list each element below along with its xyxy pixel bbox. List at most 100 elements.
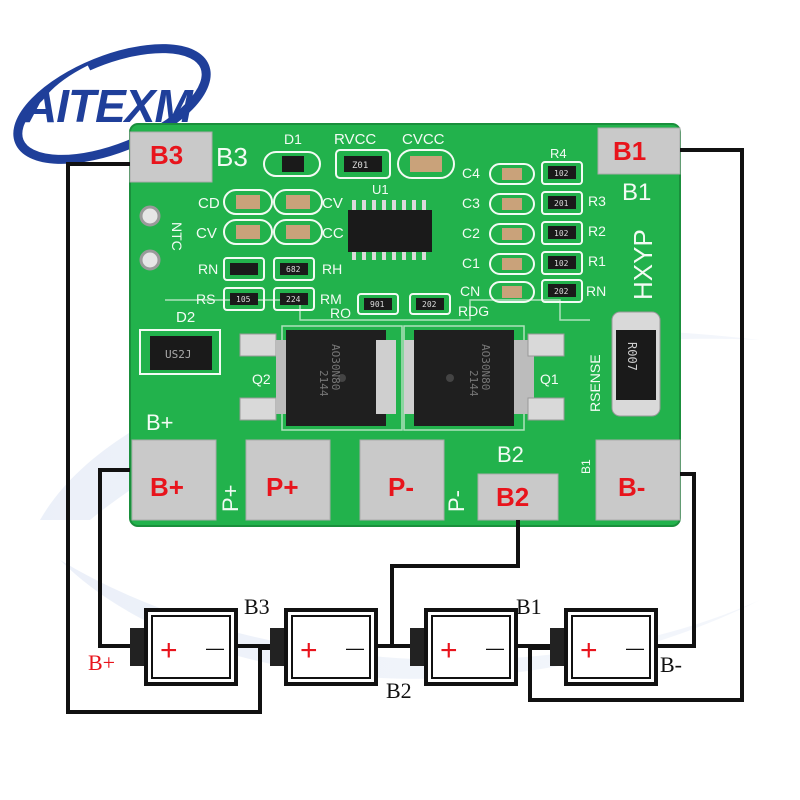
silk-cv-left: CV [196, 225, 217, 242]
silk-c1: C1 [462, 255, 480, 271]
silk-b3: B3 [216, 142, 248, 172]
silk-c4: C4 [462, 165, 480, 181]
ntc-connector: NTC [139, 205, 185, 271]
silk-ro: RO [330, 305, 351, 321]
cell-3-minus: — [486, 638, 504, 658]
silk-rvcc: RVCC [334, 131, 376, 148]
silk-r2: R2 [588, 223, 606, 239]
brand-logo: AITEXM [13, 44, 211, 164]
svg-text:105: 105 [236, 295, 251, 304]
svg-text:P-: P- [388, 472, 414, 502]
resistor-rvcc: Z01 [335, 149, 391, 179]
silk-rh: RH [322, 261, 342, 277]
battery-cell-1: + — [130, 608, 238, 686]
pad-bminus: B- [595, 439, 681, 521]
label-bplus: B+ [88, 650, 115, 675]
cell-4-minus: — [626, 638, 644, 658]
svg-text:R007: R007 [625, 342, 639, 371]
silk-d1: D1 [284, 131, 302, 147]
svg-text:P+: P+ [266, 472, 299, 502]
svg-text:682: 682 [286, 265, 301, 274]
battery-cells: + — + — + — + — [130, 608, 658, 686]
ic-u1 [348, 200, 432, 260]
diode-d2: US2J [139, 329, 221, 375]
silk-rsense: RSENSE [587, 354, 603, 412]
silk-u1: U1 [372, 182, 389, 197]
svg-text:B3: B3 [150, 140, 183, 170]
silk-rn-right: RN [586, 283, 606, 299]
svg-text:NTC: NTC [169, 222, 185, 251]
capacitor-array-left [223, 189, 323, 245]
svg-text:201: 201 [554, 199, 569, 208]
svg-text:B1: B1 [613, 136, 646, 166]
battery-cell-3: + — [410, 608, 518, 686]
diode-d1 [263, 151, 321, 177]
silk-b2: B2 [497, 442, 524, 467]
silk-pminus: P- [444, 490, 469, 512]
silk-c3: C3 [462, 195, 480, 211]
silk-cv-right: CV [322, 195, 343, 212]
mosfet-q1: AO30N80 2144 [404, 330, 565, 426]
label-bminus: B- [660, 652, 682, 677]
silk-bplus: B+ [146, 410, 174, 435]
svg-text:2144: 2144 [317, 370, 330, 397]
label-b3: B3 [244, 594, 270, 619]
battery-cell-4: + — [550, 608, 658, 686]
silk-c2: C2 [462, 225, 480, 241]
pad-pminus: P- [359, 439, 445, 521]
svg-text:2144: 2144 [467, 370, 480, 397]
shunt-resistor-rsense: R007 [611, 311, 661, 417]
silk-rs: RS [196, 291, 215, 307]
label-b2: B2 [386, 678, 412, 703]
svg-text:B2: B2 [496, 482, 529, 512]
pad-b2: B2 [477, 473, 559, 521]
svg-text:AO30N80: AO30N80 [479, 344, 492, 390]
svg-text:224: 224 [286, 295, 301, 304]
board-model: HXYP [628, 229, 658, 300]
pad-pplus: P+ [245, 439, 331, 521]
cell-4-plus: + [580, 634, 598, 667]
svg-text:202: 202 [422, 300, 437, 309]
silk-d2: D2 [176, 309, 195, 326]
svg-text:102: 102 [554, 259, 569, 268]
cell-1-plus: + [160, 634, 178, 667]
wire-bplus [98, 468, 132, 648]
silk-cn: CN [460, 283, 480, 299]
wires [66, 148, 744, 714]
silk-b1-small: B1 [579, 459, 593, 474]
resistor-array-right: 102 201 102 102 202 [541, 161, 583, 303]
silk-q1: Q1 [540, 371, 559, 387]
svg-text:102: 102 [554, 229, 569, 238]
svg-text:Z01: Z01 [352, 161, 368, 171]
svg-text:B-: B- [618, 472, 645, 502]
cell-3-plus: + [440, 634, 458, 667]
mosfet-q2: AO30N80 2144 [239, 330, 396, 426]
silk-r1: R1 [588, 253, 606, 269]
silk-rn-left: RN [198, 261, 218, 277]
svg-text:202: 202 [554, 287, 569, 296]
cell-2-minus: — [346, 638, 364, 658]
pcb-board: B3 B3 B1 B1 HXYP D1 RVCC CVCC U1 Z01 [129, 123, 681, 527]
resistor-rm-rdg: 901 202 [357, 293, 451, 315]
label-b1: B1 [516, 594, 542, 619]
pad-bplus: B+ [131, 439, 217, 521]
capacitor-array-right [489, 163, 535, 303]
silk-cc: CC [322, 225, 344, 242]
capacitor-cvcc [397, 149, 455, 179]
svg-text:901: 901 [370, 300, 385, 309]
silk-b1: B1 [622, 179, 651, 206]
wire-bminus [656, 472, 696, 648]
cell-1-minus: — [206, 638, 224, 658]
resistor-array-left: 682 105 224 [223, 257, 315, 311]
silk-pplus: P+ [218, 484, 243, 512]
silk-cd: CD [198, 195, 220, 212]
silk-rm: RM [320, 291, 342, 307]
silk-cvcc: CVCC [402, 131, 445, 148]
silk-r3: R3 [588, 193, 606, 209]
svg-text:102: 102 [554, 169, 569, 178]
battery-cell-2: + — [270, 608, 378, 686]
svg-text:US2J: US2J [165, 348, 192, 361]
svg-text:AO30N80: AO30N80 [329, 344, 342, 390]
pad-b1: B1 [597, 127, 681, 175]
